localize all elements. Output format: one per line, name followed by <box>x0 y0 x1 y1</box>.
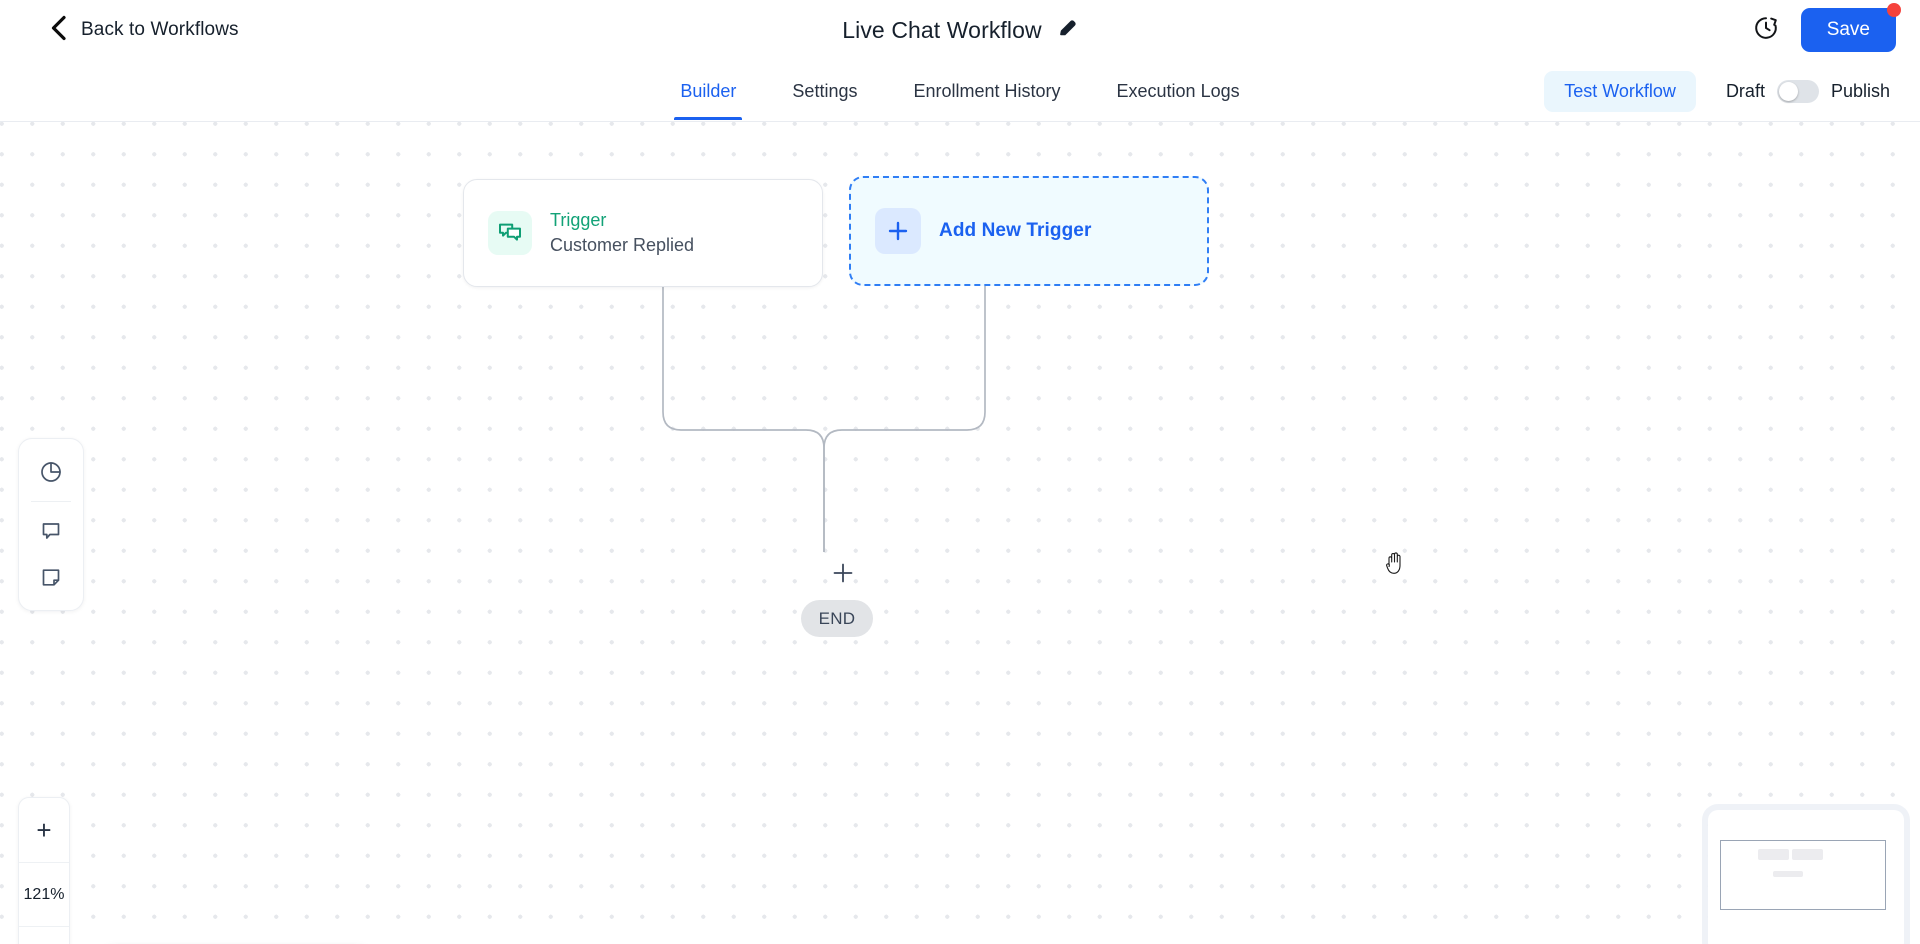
draft-label: Draft <box>1725 80 1765 101</box>
page-title: Live Chat Workflow <box>842 16 1042 43</box>
minimap-node <box>1758 849 1789 860</box>
tab-bar-actions: Test Workflow Draft Publish <box>1544 60 1890 122</box>
minimap-viewport <box>1720 840 1886 910</box>
add-new-trigger-label: Add New Trigger <box>939 220 1092 241</box>
publish-label: Publish <box>1830 80 1890 101</box>
save-button[interactable]: Save <box>1800 3 1901 52</box>
zoom-in-button[interactable]: + <box>19 798 69 862</box>
comment-icon[interactable] <box>28 508 74 554</box>
pencil-icon[interactable] <box>1058 18 1078 43</box>
publish-toggle-knob <box>1778 81 1798 101</box>
tab-bar: Builder Settings Enrollment History Exec… <box>0 60 1920 122</box>
zoom-controls: + 121% — <box>18 797 70 944</box>
add-step-button[interactable] <box>824 554 862 592</box>
clock-history-icon[interactable] <box>1753 15 1779 46</box>
tab-settings[interactable]: Settings <box>790 63 859 120</box>
zoom-out-button[interactable]: — <box>19 926 69 944</box>
save-button-label: Save <box>1826 19 1870 40</box>
tab-settings-label: Settings <box>792 80 858 101</box>
minimap-node <box>1792 849 1823 860</box>
plus-icon <box>875 208 921 254</box>
back-to-workflows-button[interactable]: Back to Workflows <box>50 15 239 46</box>
zoom-level-display[interactable]: 121% <box>19 862 69 926</box>
minimap-node <box>1773 871 1803 877</box>
top-bar: Back to Workflows Live Chat Workflow Sav… <box>0 0 1920 60</box>
workflow-title-group: Live Chat Workflow <box>0 17 1920 44</box>
top-bar-actions: Save <box>1753 3 1901 52</box>
zoom-in-label: + <box>36 815 52 845</box>
test-workflow-button[interactable]: Test Workflow <box>1544 70 1696 112</box>
pie-chart-icon[interactable] <box>28 449 74 495</box>
trigger-node-name: Customer Replied <box>550 235 695 255</box>
trigger-node[interactable]: Trigger Customer Replied <box>463 179 823 287</box>
flow-layer: Trigger Customer Replied Add New Trigger… <box>0 122 1920 944</box>
chevron-left-icon <box>50 15 67 46</box>
chat-bubbles-icon <box>488 211 532 255</box>
note-icon[interactable] <box>28 554 74 600</box>
test-workflow-label: Test Workflow <box>1564 80 1676 101</box>
tab-builder-label: Builder <box>680 80 737 101</box>
canvas-minimap[interactable] <box>1708 810 1904 944</box>
tab-enrollment-history-label: Enrollment History <box>913 80 1061 101</box>
add-new-trigger-button[interactable]: Add New Trigger <box>849 176 1209 286</box>
zoom-level-label: 121% <box>23 885 65 903</box>
publish-toggle-group: Draft Publish <box>1725 79 1890 103</box>
tool-divider <box>31 501 71 502</box>
canvas-tool-panel <box>18 438 84 611</box>
tab-execution-logs-label: Execution Logs <box>1116 80 1240 101</box>
tab-enrollment-history[interactable]: Enrollment History <box>911 63 1062 120</box>
back-to-workflows-label: Back to Workflows <box>81 19 239 40</box>
trigger-node-kind: Trigger <box>550 210 607 230</box>
end-node[interactable]: END <box>801 600 873 637</box>
unsaved-changes-badge <box>1887 3 1901 17</box>
trigger-node-texts: Trigger Customer Replied <box>550 210 694 256</box>
tab-builder[interactable]: Builder <box>674 63 743 120</box>
flow-connectors <box>662 257 986 552</box>
tab-execution-logs[interactable]: Execution Logs <box>1115 63 1242 120</box>
workflow-canvas[interactable]: Trigger Customer Replied Add New Trigger… <box>0 122 1920 944</box>
end-node-label: END <box>818 608 856 628</box>
tab-list: Builder Settings Enrollment History Exec… <box>0 60 1920 122</box>
publish-toggle[interactable] <box>1776 79 1819 103</box>
